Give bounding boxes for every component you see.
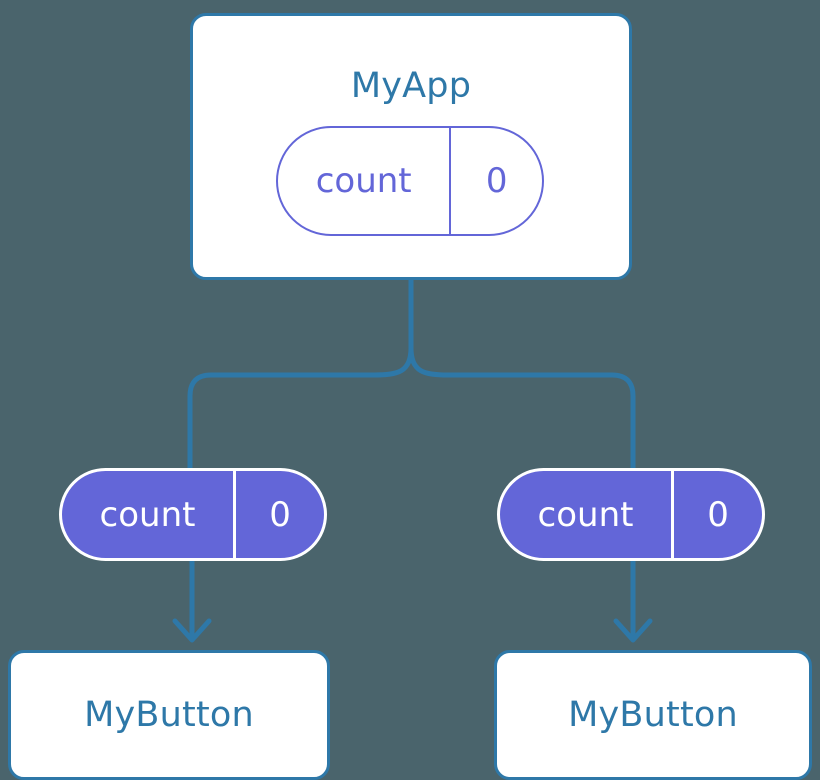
prop-pill-value-right: 0 [671, 471, 762, 558]
component-label-mybutton-left: MyButton [84, 695, 254, 735]
component-node-mybutton-right[interactable]: MyButton [494, 650, 812, 780]
component-label-myapp: MyApp [350, 66, 472, 106]
component-label-mybutton-right: MyButton [568, 695, 738, 735]
component-node-mybutton-left[interactable]: MyButton [8, 650, 330, 780]
prop-pill-value-left: 0 [233, 471, 324, 558]
prop-pill-count-left[interactable]: count 0 [59, 468, 327, 561]
state-pill-count[interactable]: count 0 [276, 126, 544, 236]
prop-pill-key-left: count [99, 494, 196, 535]
prop-pill-count-right[interactable]: count 0 [497, 468, 765, 561]
branch-line-right [408, 345, 636, 471]
state-pill-value: 0 [449, 128, 542, 234]
prop-pill-key-right: count [537, 494, 634, 535]
state-pill-key: count [315, 161, 412, 201]
branch-line-left [187, 345, 414, 471]
arrow-head-left-icon [172, 618, 212, 643]
arrow-head-right-icon [613, 618, 653, 643]
